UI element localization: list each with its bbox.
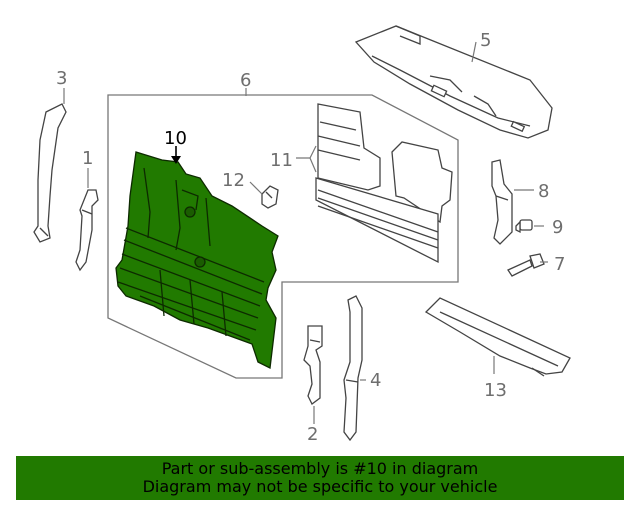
part-3-left-bracket: [33, 103, 67, 243]
callout-2: 2: [307, 424, 318, 445]
diagram-caption-banner: Part or sub-assembly is #10 in diagram D…: [16, 456, 624, 500]
caption-line-2: Diagram may not be specific to your vehi…: [142, 477, 498, 496]
part-4-vertical-member: [343, 295, 363, 442]
part-9-bolt: [515, 219, 533, 234]
callout-9: 9: [552, 217, 563, 238]
part-10-highlighted-assembly: [115, 151, 279, 369]
callout-11: 11: [270, 150, 293, 171]
callout-12: 12: [222, 170, 245, 191]
part-7-screw: [507, 253, 545, 277]
part-2-lower-bracket: [303, 325, 323, 405]
part-13-lower-deflector: [424, 297, 571, 377]
callout-5: 5: [480, 30, 491, 51]
callout-8: 8: [538, 181, 549, 202]
callout-7: 7: [554, 254, 565, 275]
callout-10: 10: [164, 128, 187, 149]
part-11-shutter-panels: [315, 103, 453, 264]
caption-line-1: Part or sub-assembly is #10 in diagram: [161, 459, 479, 478]
callout-1: 1: [82, 148, 93, 169]
part-1-left-inner-bracket: [75, 189, 99, 272]
callout-3: 3: [56, 68, 67, 89]
arrow-10-head: [171, 156, 181, 164]
part-5-upper-deflector: [354, 25, 553, 139]
leader-lines: [63, 41, 548, 424]
callout-4: 4: [370, 370, 381, 391]
part-8-right-bracket: [491, 159, 513, 245]
group-6-frame: [107, 94, 459, 379]
callout-6: 6: [240, 70, 251, 91]
part-12-clip: [261, 185, 279, 209]
callout-13: 13: [484, 380, 507, 401]
